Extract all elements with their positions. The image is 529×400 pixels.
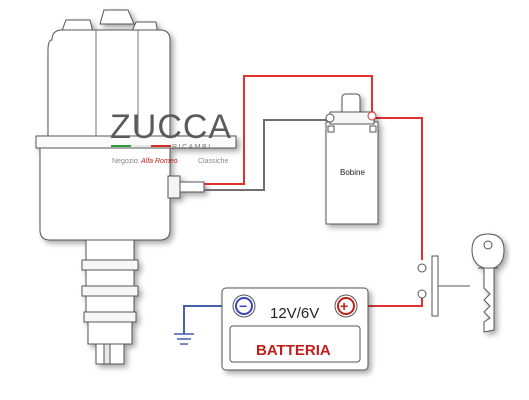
distributor-cap-tower (99, 9, 135, 25)
svg-text::: : (137, 158, 139, 165)
logo-brand: ZUCCA (110, 108, 232, 146)
coil-label: Bobine (340, 168, 365, 177)
distributor-shaft (85, 239, 135, 261)
wire-distributor-to-coil-signal (204, 119, 330, 191)
coil-terminal-negative (325, 113, 335, 123)
switch-contact-top (417, 263, 427, 273)
distributor-body (39, 147, 171, 241)
switch-plate (431, 255, 439, 317)
ignition-switch (417, 255, 470, 317)
wire-coil-to-switch (372, 117, 423, 260)
battery-minus-symbol: − (239, 298, 247, 314)
wire-battery-to-ground (183, 305, 230, 334)
logo-subtitle: RICAMBI (172, 144, 212, 151)
battery (221, 287, 369, 371)
coil-tower (341, 93, 361, 113)
logo-tagline-suffix: Classiche (198, 158, 228, 165)
distributor-cap (47, 29, 171, 137)
switch-contact-bottom (417, 289, 427, 299)
battery-plus-symbol: + (340, 298, 348, 314)
battery-voltage: 12V/6V (270, 305, 319, 322)
logo-tagline-brand: Alfa Romeo (140, 158, 178, 165)
logo-tagline-prefix: Negozio (112, 158, 138, 165)
wiring (183, 75, 423, 334)
distributor-connector (167, 175, 181, 199)
ground-symbol (174, 333, 194, 345)
battery-label: BATTERIA (256, 342, 331, 359)
logo-flag-white (131, 145, 151, 147)
logo-flag-green (111, 145, 131, 147)
logo-flag-red (151, 145, 171, 147)
wire-switch-to-battery (360, 296, 423, 307)
distributor (35, 9, 237, 365)
wire-distributor-to-coil-positive (204, 75, 373, 185)
zucca-logo: ZUCCA RICAMBI Negozio : Alfa Romeo Class… (110, 108, 232, 165)
key-icon (471, 233, 505, 333)
coil-terminal-positive (367, 111, 377, 121)
ignition-coil (325, 93, 379, 225)
